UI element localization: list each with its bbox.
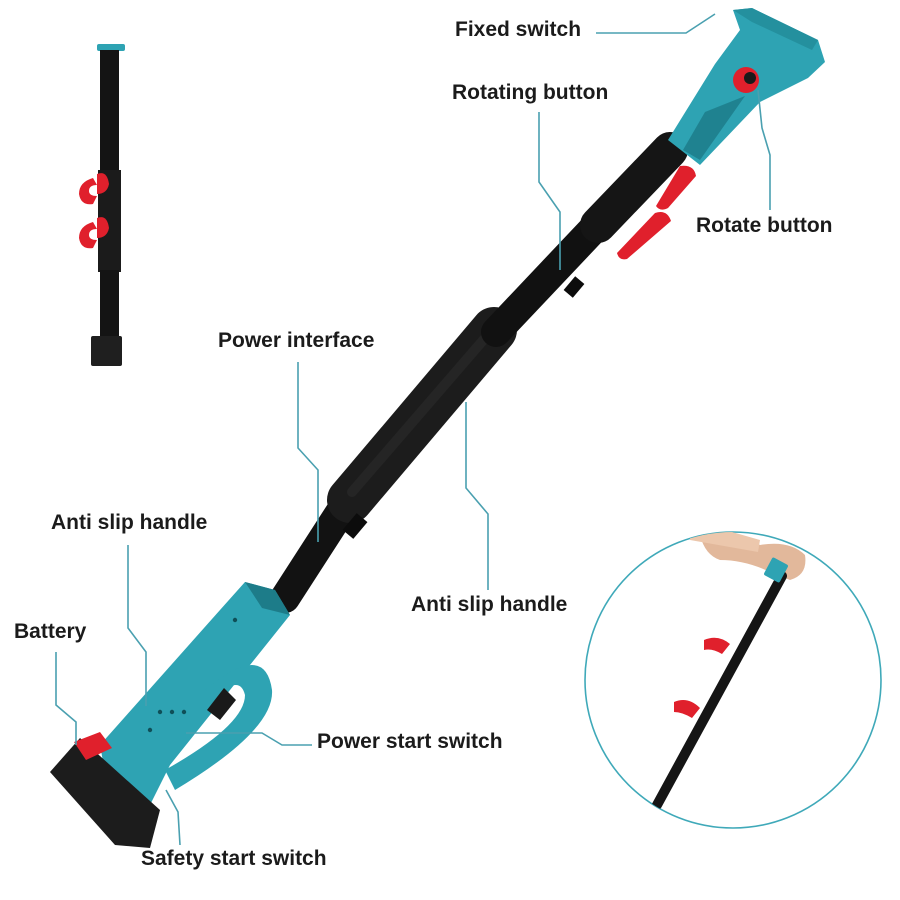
handle-body <box>100 582 290 805</box>
label-rotate-button: Rotate button <box>696 214 833 237</box>
leader-safety-start-switch <box>165 789 181 846</box>
main-pole-clamps <box>617 165 696 260</box>
leader-anti-slip-handle-right <box>465 402 489 590</box>
head-unit <box>668 8 825 165</box>
label-anti-slip-handle-right: Anti slip handle <box>411 593 568 616</box>
label-power-interface: Power interface <box>218 329 375 352</box>
label-power-start-switch: Power start switch <box>317 730 503 753</box>
label-fixed-switch: Fixed switch <box>455 18 582 41</box>
main-pole <box>270 132 688 613</box>
label-safety-start-switch: Safety start switch <box>141 847 327 870</box>
leader-rotate-button <box>757 89 771 210</box>
leader-rotating-button <box>538 112 561 270</box>
leader-lines <box>55 13 771 846</box>
label-rotating-button: Rotating button <box>452 81 609 104</box>
leader-power-start-switch <box>186 732 312 746</box>
leader-anti-slip-handle-left <box>127 545 147 706</box>
label-anti-slip-handle-left: Anti slip handle <box>51 511 208 534</box>
label-battery: Battery <box>14 620 87 643</box>
collapsed-pole-image <box>79 44 125 366</box>
detail-inset <box>584 531 882 829</box>
leader-battery <box>55 652 77 745</box>
leader-fixed-switch <box>596 13 716 34</box>
leader-power-interface <box>297 362 319 542</box>
battery-pack <box>50 732 160 848</box>
